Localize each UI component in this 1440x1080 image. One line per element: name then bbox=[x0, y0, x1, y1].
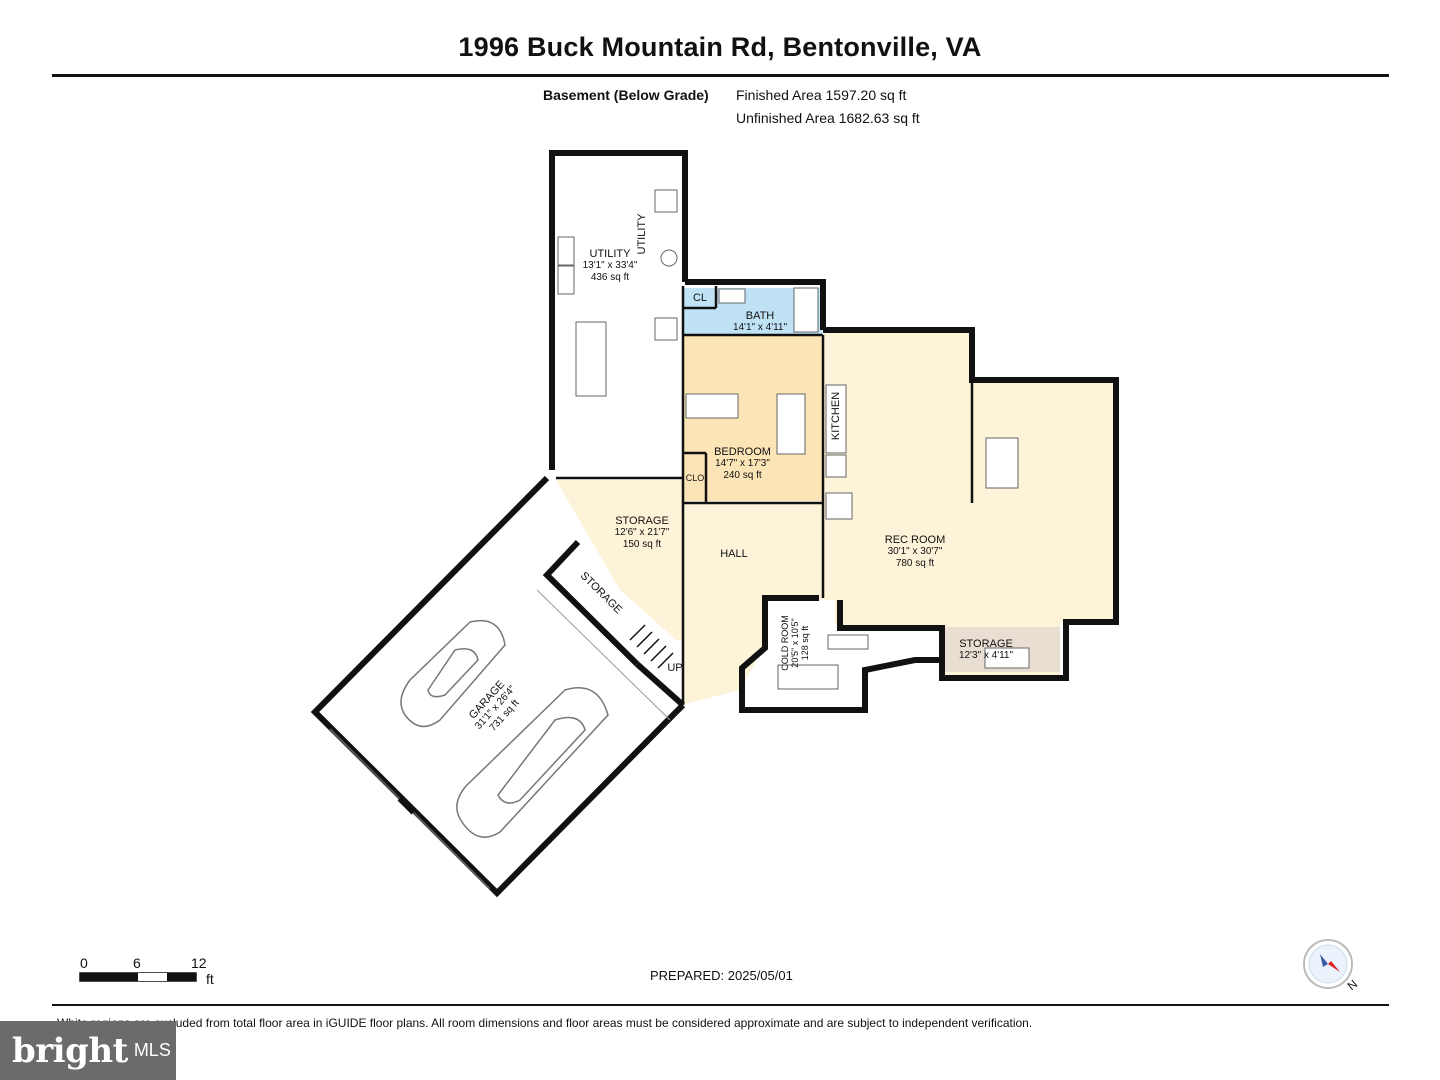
kitchen-fridge bbox=[825, 492, 853, 520]
bedroom-label: BEDROOM 14'7" x 17'3" 240 sq ft bbox=[700, 446, 785, 482]
rec-room-area: 780 sq ft bbox=[895, 558, 935, 569]
utility-box bbox=[654, 189, 678, 213]
cold-room-name: COLD ROOM bbox=[780, 615, 790, 671]
bright-mls-logo: bright MLS bbox=[0, 1021, 176, 1080]
rec-room-dims: 30'1" x 30'7" bbox=[887, 546, 943, 557]
cold-room-shelf bbox=[827, 634, 869, 650]
scale-bar bbox=[79, 972, 197, 982]
cold-room-shelf-2 bbox=[777, 664, 839, 690]
bath-tub bbox=[793, 287, 819, 333]
prepared-date: PREPARED: 2025/05/01 bbox=[650, 968, 793, 983]
storage-small-dims: 12'3" x 4'11" bbox=[958, 650, 1014, 661]
stairs bbox=[629, 624, 674, 669]
cold-room-area: 128 sq ft bbox=[800, 625, 810, 661]
scale-tick-6: 6 bbox=[133, 955, 141, 971]
bath-sink bbox=[718, 288, 746, 304]
bedroom-dims: 14'7" x 17'3" bbox=[715, 458, 770, 469]
stair-wall bbox=[635, 661, 685, 708]
water-heater bbox=[660, 249, 678, 267]
rec-room-name: REC ROOM bbox=[884, 534, 946, 546]
bedroom-bed bbox=[776, 393, 806, 455]
compass-icon bbox=[1303, 939, 1353, 989]
footer-divider bbox=[52, 1004, 1389, 1006]
rec-room-table bbox=[985, 437, 1019, 489]
storage-main-dims: 12'6" x 21'7" bbox=[614, 527, 670, 538]
bath-name: BATH bbox=[745, 310, 775, 322]
header-divider bbox=[52, 74, 1389, 77]
scale-tick-0: 0 bbox=[80, 955, 88, 971]
utility-label: UTILITY 13'1" x 33'4" 436 sq ft bbox=[570, 248, 650, 284]
rec-room-fill bbox=[824, 330, 1115, 675]
bath-wall bbox=[685, 279, 826, 330]
utility-box-2 bbox=[654, 317, 678, 341]
utility-appliance-2 bbox=[557, 265, 575, 295]
car-upper bbox=[400, 620, 506, 728]
finished-area: Finished Area 1597.20 sq ft bbox=[736, 87, 907, 103]
utility-appliance-1 bbox=[557, 236, 575, 266]
kitchen-label: KITCHEN bbox=[830, 391, 842, 441]
storage-main-fill bbox=[556, 480, 683, 640]
bath-closet-label: CL bbox=[692, 292, 708, 304]
garage-storage-wall bbox=[542, 539, 640, 667]
bedroom-desk bbox=[685, 393, 739, 419]
scale-tick-12: 12 bbox=[191, 955, 207, 971]
storage-small-box bbox=[984, 647, 1030, 669]
storage-main-area: 150 sq ft bbox=[622, 539, 662, 550]
unfinished-area: Unfinished Area 1682.63 sq ft bbox=[736, 110, 920, 126]
page-title: 1996 Buck Mountain Rd, Bentonville, VA bbox=[458, 32, 982, 62]
utility-dims: 13'1" x 33'4" bbox=[582, 260, 638, 271]
disclaimer: White regions are excluded from total fl… bbox=[57, 1016, 1033, 1030]
rec-room-wall bbox=[823, 327, 1119, 681]
cold-room-wall bbox=[739, 595, 942, 713]
logo-suffix: MLS bbox=[133, 1040, 171, 1060]
bedroom-closet-label: CLO bbox=[685, 473, 705, 483]
scale-unit: ft bbox=[206, 971, 214, 987]
logo-main: bright bbox=[12, 1030, 128, 1071]
storage-small-name: STORAGE bbox=[959, 638, 1013, 650]
hall-label: HALL bbox=[720, 548, 748, 560]
storage-main-name: STORAGE bbox=[615, 515, 669, 527]
bath-dims: 14'1" x 4'11" bbox=[732, 322, 788, 333]
utility-name: UTILITY bbox=[589, 248, 631, 260]
storage-small-label: STORAGE 12'3" x 4'11" bbox=[950, 638, 1022, 662]
storage-main-label: STORAGE 12'6" x 21'7" 150 sq ft bbox=[602, 515, 682, 551]
utility-wall-label: UTILITY bbox=[636, 213, 648, 255]
car-lower bbox=[456, 687, 609, 838]
cold-room-label: COLD ROOM 20'5" x 10'5" 128 sq ft bbox=[780, 605, 810, 681]
utility-wall bbox=[549, 150, 688, 470]
utility-area: 436 sq ft bbox=[590, 272, 630, 283]
rec-room-label: REC ROOM 30'1" x 30'7" 780 sq ft bbox=[870, 534, 960, 570]
garage-step bbox=[536, 589, 671, 721]
kitchen-counter bbox=[825, 384, 847, 454]
bedroom-area: 240 sq ft bbox=[723, 470, 762, 481]
cold-room-dims: 20'5" x 10'5" bbox=[790, 618, 800, 668]
stair-up-label: UP bbox=[667, 662, 683, 674]
kitchen-stove bbox=[825, 454, 847, 478]
hall-fill bbox=[682, 503, 822, 705]
utility-sofa bbox=[575, 321, 607, 397]
garage-door-divider bbox=[397, 795, 417, 815]
bath-label: BATH 14'1" x 4'11" bbox=[715, 310, 805, 334]
bedroom-name: BEDROOM bbox=[714, 446, 771, 458]
level-label: Basement (Below Grade) bbox=[543, 87, 709, 103]
